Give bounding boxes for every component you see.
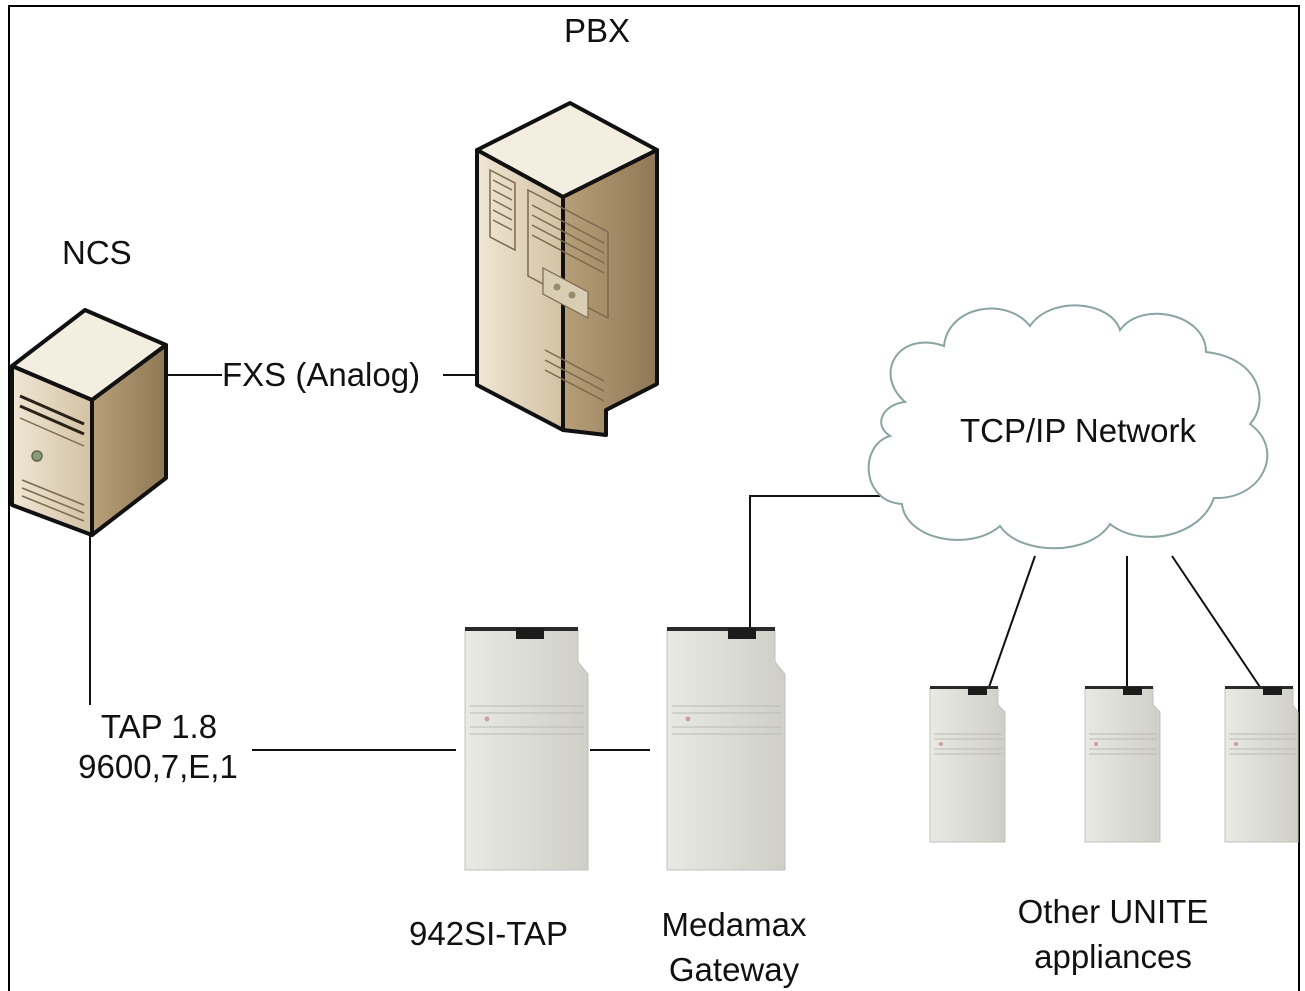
unite-appliance-2-icon [1084, 686, 1161, 843]
medamax-label: Medamax [661, 906, 807, 943]
tap-protocol-label: TAP 1.8 [100, 708, 218, 745]
942si-tap-appliance-icon [464, 627, 589, 871]
medamax-gateway-appliance-icon [666, 627, 786, 871]
tcpip-cloud-icon [867, 304, 1269, 550]
gateway-to-network-line [749, 495, 880, 632]
network-to-appliance3-line [1171, 555, 1263, 691]
unite-appliance-3-icon [1224, 686, 1299, 843]
ncs-label: NCS [62, 234, 132, 271]
tap-settings-label: 9600,7,E,1 [78, 748, 238, 785]
network-to-appliance1-line [987, 555, 1036, 691]
gateway-label: Gateway [668, 951, 800, 988]
diagram-border [8, 5, 1300, 991]
pbx-label: PBX [564, 12, 631, 49]
connection-lines [89, 374, 1263, 751]
942si-tap-label: 942SI-TAP [409, 915, 568, 952]
pbx-server-icon [475, 101, 659, 437]
fxs-analog-label: FXS (Analog) [222, 356, 421, 394]
other-unite-label: Other UNITE [1017, 893, 1209, 930]
tcpip-network-label: TCP/IP Network [960, 412, 1196, 449]
ncs-server-icon [10, 308, 168, 537]
appliances-label: appliances [1034, 938, 1192, 975]
unite-appliance-1-icon [929, 686, 1006, 843]
